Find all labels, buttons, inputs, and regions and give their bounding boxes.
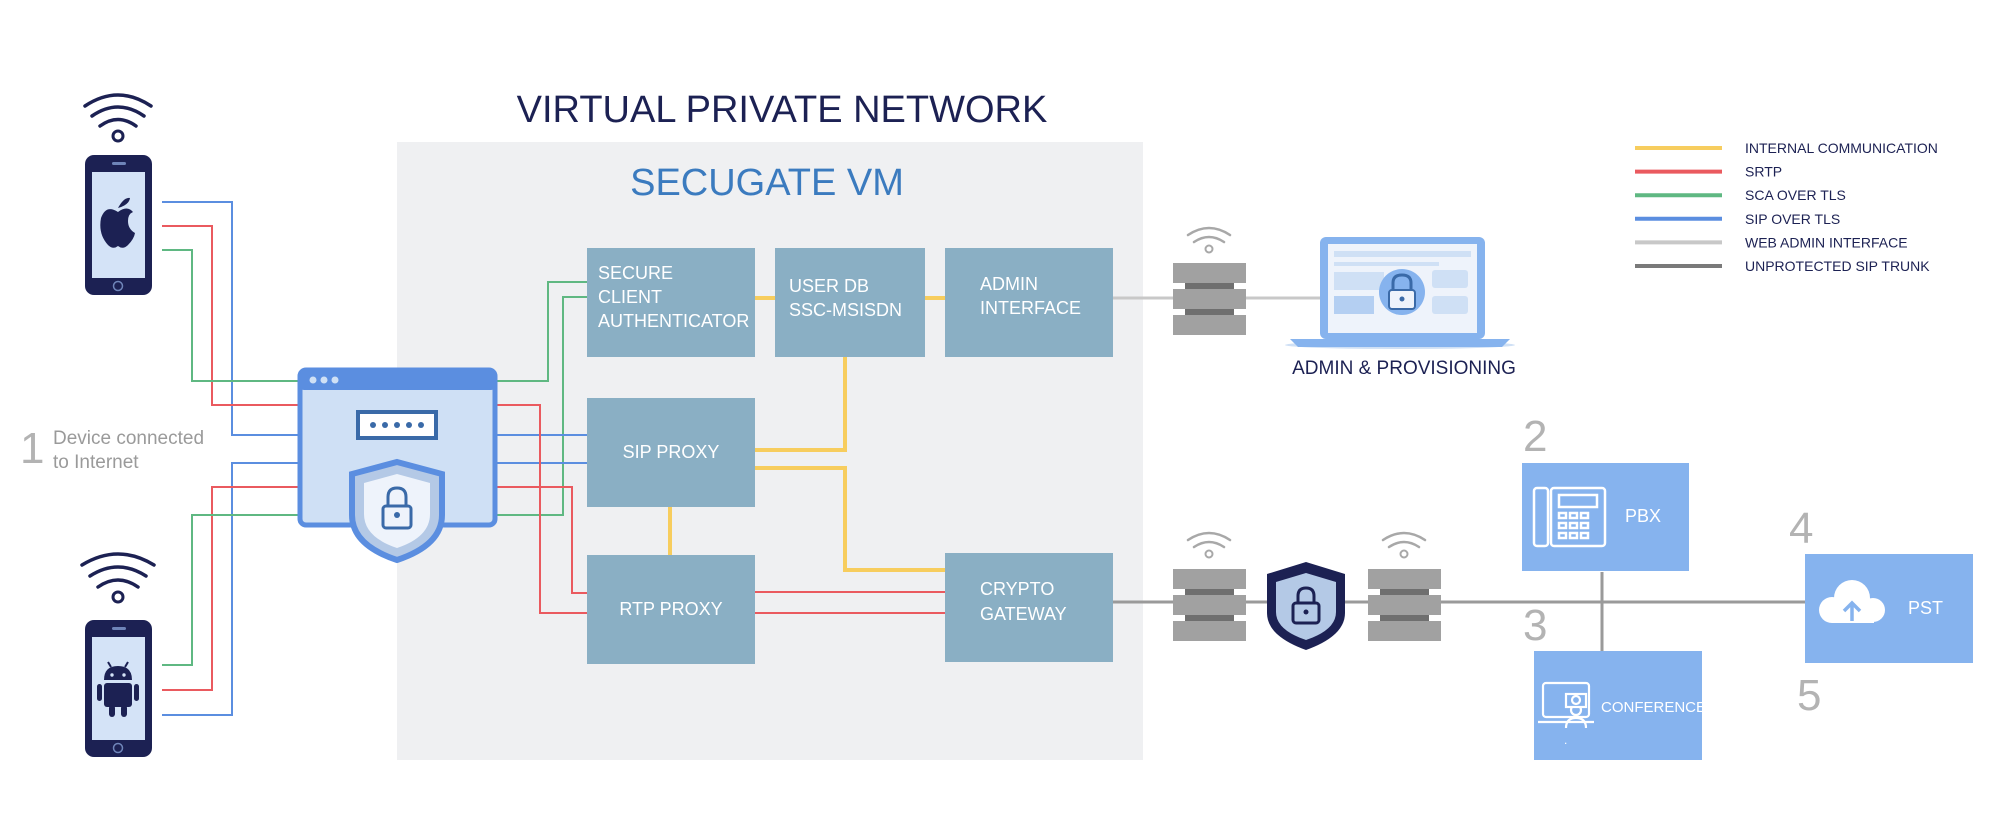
userdb-sip-line [755, 357, 847, 452]
crypto-gateway-label-1: CRYPTO [980, 579, 1054, 599]
sip-proxy-label: SIP PROXY [623, 442, 720, 462]
laptop-lock-icon[interactable] [1285, 237, 1515, 349]
legend: INTERNAL COMMUNICATION SRTP SCA OVER TLS SI… [1635, 140, 1938, 274]
password-field-icon [356, 410, 438, 440]
diagram-title: VIRTUAL PRIVATE NETWORK [517, 89, 1048, 131]
authenticator-node[interactable]: SECURE CLIENT AUTHENTICATOR [587, 248, 755, 357]
android-device[interactable] [85, 620, 152, 757]
device-label-line-2: to Internet [53, 452, 139, 473]
device-label-line-1: Device connected [53, 428, 204, 449]
authenticator-label-2: CLIENT [598, 287, 662, 307]
userdb-label-2: SSC-MSISDN [789, 300, 902, 320]
sip-crypto-line [755, 466, 945, 572]
pst-node[interactable]: PST [1805, 554, 1973, 663]
admin-interface-node[interactable]: ADMIN INTERFACE [945, 248, 1113, 357]
conference-number: 3 [1523, 601, 1547, 650]
pst-number-top: 4 [1789, 504, 1813, 553]
authenticator-label-1: SECURE [598, 263, 673, 283]
rtp-proxy-node[interactable]: RTP PROXY [587, 555, 755, 664]
wifi-icon [80, 552, 156, 604]
device-number: 1 [20, 424, 44, 473]
apple-icon [100, 197, 135, 248]
pbx-node[interactable]: PBX [1522, 463, 1689, 571]
legend-label: WEB ADMIN INTERFACE [1745, 234, 1908, 250]
legend-label: SRTP [1745, 164, 1782, 180]
conference-node[interactable]: CONFERENCE . [1534, 651, 1706, 760]
server-icon [1173, 569, 1246, 641]
desk-phone-icon [1532, 486, 1607, 548]
internal-lines [668, 296, 945, 572]
fw-srtp-line-1 [495, 404, 587, 614]
conference-dot: . [1564, 733, 1567, 747]
wifi-icon [1186, 531, 1232, 559]
iphone-srtp-line [162, 225, 300, 406]
sip-proxy-node[interactable]: SIP PROXY [587, 398, 755, 507]
conference-label: CONFERENCE [1601, 699, 1706, 716]
iphone-sca-line [162, 249, 300, 382]
shield-lock-icon [1267, 562, 1345, 650]
wifi-icon [1381, 531, 1427, 559]
iphone-sip-line [162, 201, 300, 436]
android-sip-line [162, 462, 300, 716]
admin-interface-label-2: INTERFACE [980, 298, 1081, 318]
wifi-icon [83, 93, 153, 143]
pst-number-bottom: 5 [1797, 671, 1821, 720]
crypto-gateway-node[interactable]: CRYPTO GATEWAY [945, 553, 1113, 662]
cloud-upload-icon [1819, 580, 1885, 623]
fw-srtp-line-2 [495, 486, 587, 594]
iphone-device[interactable] [85, 155, 152, 295]
server-icon [1368, 569, 1441, 641]
legend-label: SIP OVER TLS [1745, 211, 1840, 227]
pbx-label: PBX [1625, 506, 1661, 526]
video-conference-icon [1538, 681, 1594, 729]
legend-label: UNPROTECTED SIP TRUNK [1745, 258, 1930, 274]
userdb-label-1: USER DB [789, 276, 869, 296]
firewall-window [297, 367, 498, 564]
android-srtp-line [162, 486, 300, 691]
crypto-gateway-label-2: GATEWAY [980, 604, 1067, 624]
fw-sca-line-2 [495, 296, 587, 516]
pbx-number: 2 [1523, 412, 1547, 461]
wifi-icon [1186, 226, 1232, 254]
admin-provisioning-label: ADMIN & PROVISIONING [1292, 358, 1516, 379]
android-icon [97, 661, 139, 717]
userdb-node[interactable]: USER DB SSC-MSISDN [775, 248, 925, 357]
android-sca-line [162, 514, 300, 666]
legend-label: INTERNAL COMMUNICATION [1745, 140, 1938, 156]
pst-label: PST [1908, 598, 1943, 618]
fw-sca-line-1 [495, 281, 587, 382]
authenticator-label-3: AUTHENTICATOR [598, 311, 749, 331]
legend-label: SCA OVER TLS [1745, 187, 1846, 203]
connection-lines [162, 201, 945, 716]
rtp-proxy-label: RTP PROXY [619, 599, 722, 619]
vm-label: SECUGATE VM [630, 162, 904, 204]
server-icon [1173, 263, 1246, 335]
admin-interface-label-1: ADMIN [980, 274, 1038, 294]
shield-lock-icon [349, 458, 445, 564]
